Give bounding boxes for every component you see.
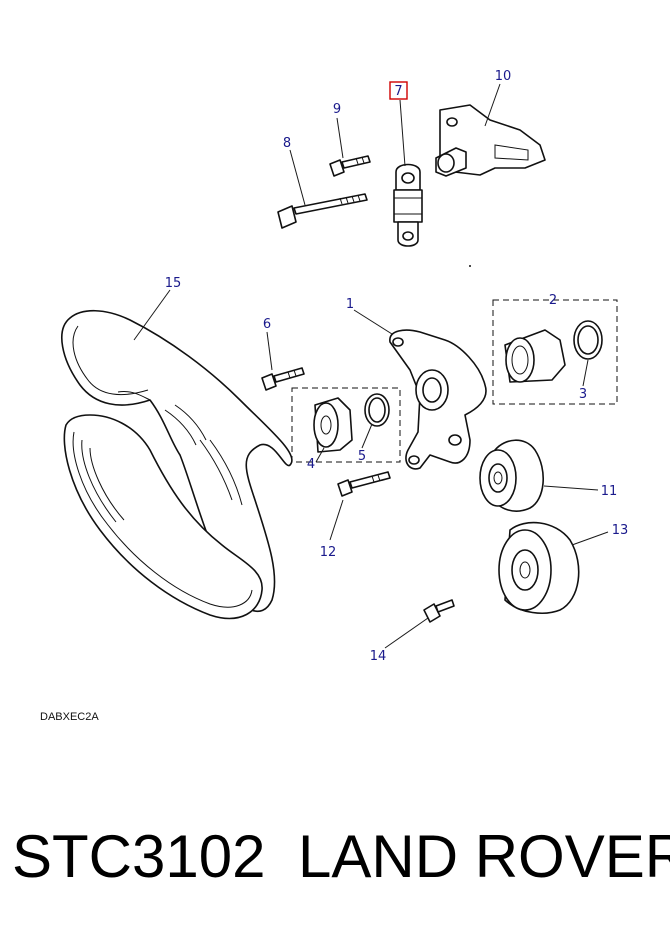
brand-name: LAND ROVER	[298, 823, 670, 890]
pulley-group-part-2	[492, 299, 618, 405]
callout-5: 5	[358, 449, 366, 464]
callout-12: 12	[320, 545, 337, 560]
leader-lines	[133, 83, 609, 649]
idler-pulley-part-11	[479, 439, 545, 512]
bracket-part-10	[435, 104, 546, 177]
callout-13: 13	[612, 523, 629, 538]
callout-4: 4	[307, 457, 315, 472]
damper-part-7	[393, 163, 423, 247]
callout-6: 6	[263, 317, 271, 332]
pulley-group-part-4	[291, 387, 401, 463]
callout-11: 11	[601, 484, 618, 499]
bolt-part-12	[337, 471, 391, 497]
callout-14: 14	[370, 649, 387, 664]
long-bolt-part-8	[277, 193, 368, 229]
callout-7-highlight-box	[389, 81, 408, 100]
bolt-part-6	[261, 367, 305, 391]
callout-labels: 1 2 3 4 5 6 7 8 9 10 11 12 13 14 15	[165, 69, 629, 664]
callout-9: 9	[333, 102, 341, 117]
callout-2: 2	[549, 293, 557, 308]
part-number: STC3102	[12, 823, 266, 890]
stray-dot	[469, 265, 471, 267]
bolt-part-14	[423, 599, 455, 623]
large-pulley-part-13	[498, 521, 580, 614]
diagram-code: DABXEC2A	[40, 711, 99, 723]
tensioner-arm-part-1	[389, 329, 487, 470]
callout-1: 1	[346, 297, 354, 312]
callout-7: 7	[394, 84, 402, 99]
short-bolt-part-9	[329, 155, 371, 177]
exploded-parts-diagram: 1 2 3 4 5 6 7 8 9 10 11 12 13 14 15 DABX…	[40, 69, 629, 723]
callout-15: 15	[165, 276, 182, 291]
caption: STC3102 LAND ROVER	[0, 800, 670, 910]
callout-10: 10	[495, 69, 512, 84]
callout-3: 3	[579, 387, 587, 402]
callout-8: 8	[283, 136, 291, 151]
drive-belt-part-15	[61, 309, 293, 620]
